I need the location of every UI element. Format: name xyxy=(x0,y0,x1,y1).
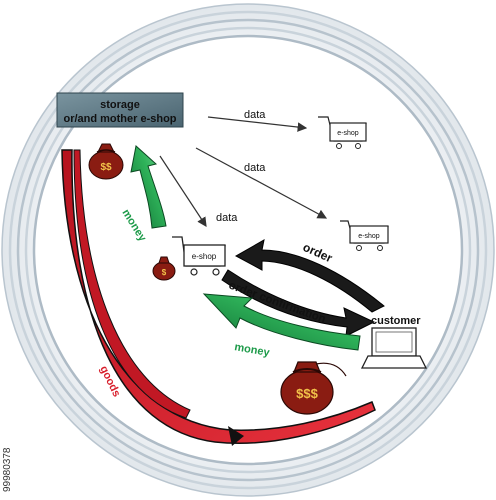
money-bag-small: $ xyxy=(152,256,176,281)
cart-icon-main: e-shop xyxy=(172,236,226,276)
order-confirmation-arrow xyxy=(221,269,376,337)
bag-storage-text: $$ xyxy=(100,162,112,173)
bag-large-text: $$$ xyxy=(296,386,318,401)
cart-label-right: e-shop xyxy=(358,233,380,240)
order-arrow xyxy=(234,239,385,313)
image-id: 99980378 xyxy=(2,447,13,493)
money-arrow-upper xyxy=(130,145,167,229)
data-label-1: data xyxy=(244,109,266,121)
money-bag-large: $$$ xyxy=(280,361,347,415)
cart-label-top: e-shop xyxy=(337,130,359,137)
storage-label-line1: storage xyxy=(100,99,140,111)
money-arrow-lower xyxy=(202,293,361,351)
cart-label-main: e-shop xyxy=(192,252,217,261)
bag-small-text: $ xyxy=(162,268,167,277)
data-label-3: data xyxy=(216,212,238,224)
data-arrows xyxy=(159,116,328,228)
data-label-2: data xyxy=(244,162,266,174)
storage-label-line2: or/and mother e-shop xyxy=(63,113,176,125)
money-bag-storage: $$ xyxy=(88,143,124,180)
storage-box: storage or/and mother e-shop xyxy=(56,92,184,128)
customer-label: customer xyxy=(371,315,421,327)
cart-icon-right: e-shop xyxy=(340,220,389,251)
cart-icon-top: e-shop xyxy=(318,116,367,149)
goods-arrow xyxy=(61,149,376,446)
laptop-icon xyxy=(360,327,428,369)
